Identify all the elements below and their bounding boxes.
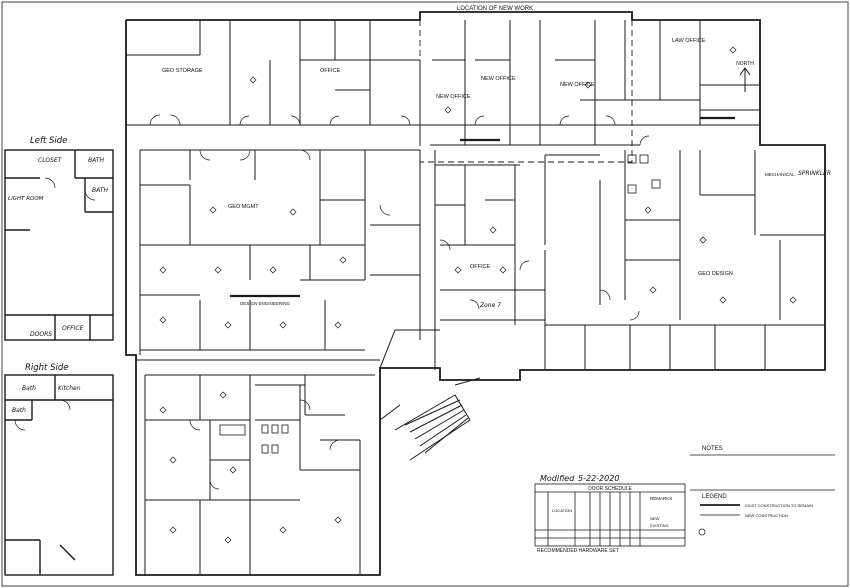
hw-office: OFFICE xyxy=(62,325,84,332)
left-side-annex xyxy=(4,149,114,341)
room-new-office-2: NEW OFFICE xyxy=(481,76,516,82)
entry-stairs xyxy=(379,329,481,461)
legend-new: NEW CONSTRUCTION xyxy=(745,513,788,518)
hw-doors: DOORS xyxy=(30,331,52,338)
room-new-office-1: NEW OFFICE xyxy=(436,94,471,100)
sprinkler-symbols xyxy=(159,46,797,544)
door-schedule-table xyxy=(534,483,686,547)
legend-existing: EXIST CONSTRUCTION TO REMAIN xyxy=(745,503,813,508)
room-new-office-3: NEW OFFICE xyxy=(560,82,595,88)
door-swings xyxy=(14,114,650,490)
room-office-mid: OFFICE xyxy=(470,264,490,270)
interior-walls-lower xyxy=(136,359,380,575)
room-office-top: OFFICE xyxy=(320,68,340,74)
room-geo-design: GEO DESIGN xyxy=(698,271,733,277)
hw-sprinkler: SPRINKLER xyxy=(798,170,831,177)
hw-bath-right-2: Bath xyxy=(12,407,26,414)
right-side-annex xyxy=(4,374,114,576)
north-arrow xyxy=(739,67,751,92)
interior-walls-upper xyxy=(126,20,760,146)
hw-modified: Modified xyxy=(540,474,575,483)
new-work-boundary xyxy=(419,11,633,163)
interior-walls-middle xyxy=(139,149,825,370)
main-building xyxy=(125,11,826,576)
north-label: NORTH xyxy=(736,61,754,67)
hw-light-room: LIGHT ROOM xyxy=(8,196,44,202)
room-mechanical: MECHANICAL xyxy=(765,172,795,177)
room-law-office: LAW OFFICE xyxy=(672,38,706,44)
hw-kitchen: Kitchen xyxy=(58,385,81,392)
notes-block xyxy=(690,454,835,536)
room-design-engineering: DESIGN ENGINEERING xyxy=(240,301,291,306)
schedule-new: NEW xyxy=(650,516,660,521)
notes-title: NOTES xyxy=(702,446,723,452)
room-geo-storage: GEO STORAGE xyxy=(162,68,203,74)
schedule-remarks: REMARKS xyxy=(650,496,672,501)
location-title: LOCATION OF NEW WORK xyxy=(457,6,533,12)
hatched-walls xyxy=(230,116,735,298)
restroom-fixtures xyxy=(219,154,661,454)
schedule-hardware: RECOMMENDED HARDWARE SET xyxy=(537,548,619,554)
hw-bath-1: BATH xyxy=(88,157,104,164)
schedule-location: LOCATION xyxy=(552,508,572,513)
schedule-title: DOOR SCHEDULE xyxy=(588,486,632,492)
hw-closet: CLOSET xyxy=(38,157,63,164)
room-geo-mgmt: GEO MGMT xyxy=(228,204,259,210)
legend-title: LEGEND xyxy=(702,494,727,500)
hw-bath-right-1: Bath xyxy=(22,385,36,392)
hw-date: 5-22-2020 xyxy=(578,474,619,483)
schedule-existing: EXISTING xyxy=(650,523,669,528)
hw-zone: Zone 7 xyxy=(479,302,501,309)
hw-right-side: Right Side xyxy=(25,363,68,373)
hw-left-side: Left Side xyxy=(30,136,67,146)
hw-bath-2: BATH xyxy=(92,187,108,194)
